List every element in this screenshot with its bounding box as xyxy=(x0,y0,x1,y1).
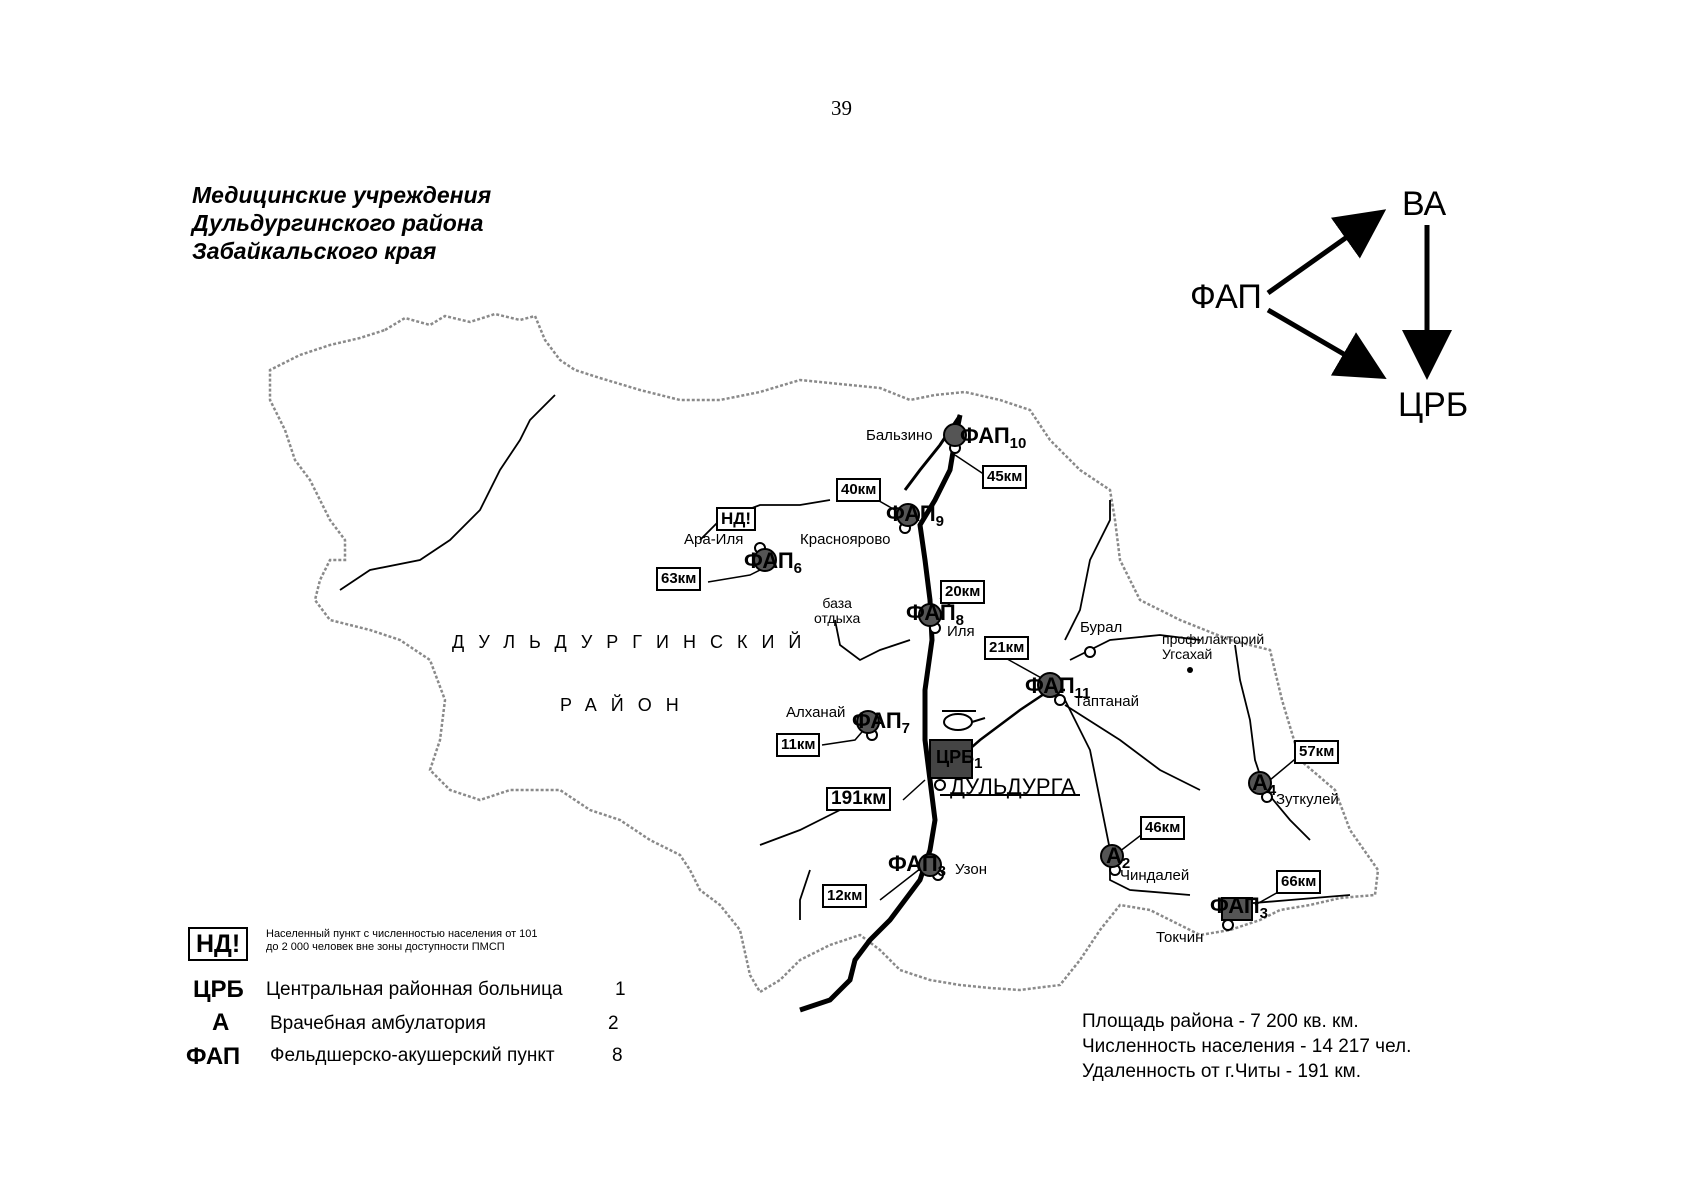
district-name-line-2: РАЙОН xyxy=(560,695,693,715)
settlement-dot-duldurga xyxy=(934,779,946,791)
settlement-label-taptanai: Таптанай xyxy=(1074,693,1140,710)
scheme-fap-label: ФАП xyxy=(1190,278,1262,316)
a-4-symbol xyxy=(1248,771,1272,795)
legend-a-text: Врачебная амбулатория xyxy=(270,1013,486,1034)
road-zutkulei xyxy=(1234,644,1311,841)
road-se-link xyxy=(1064,704,1201,791)
main-road xyxy=(799,414,963,1013)
crb-1-label: ЦРБ1 xyxy=(936,747,983,772)
fap-3-symbol xyxy=(918,853,942,877)
a-4-label: А4 xyxy=(1252,770,1277,799)
legend-crb-key: ЦРБ xyxy=(193,976,244,1003)
a-2-symbol xyxy=(1100,844,1124,868)
fap-9-label: ФАП9 xyxy=(886,501,944,530)
fap-10-label: ФАП10 xyxy=(960,423,1027,452)
distance-46km: 46км xyxy=(1140,816,1186,840)
distance-63km: 63км xyxy=(656,567,702,591)
distance-66km: 66км xyxy=(1276,870,1322,894)
settlement-dot-taptanai xyxy=(1054,694,1066,706)
callout-line-12 xyxy=(879,864,926,901)
legend-a-count: 2 xyxy=(608,1013,619,1034)
road-west-south xyxy=(799,869,811,920)
road-ara-ilya xyxy=(699,499,831,541)
settlement-label-chindalei: Чиндалей xyxy=(1120,867,1190,884)
river-west xyxy=(339,394,556,591)
scheme-arrow-fap-crb xyxy=(1266,307,1387,380)
legend-nd-key: НД! xyxy=(188,927,249,961)
fap-10-symbol xyxy=(943,423,967,447)
settlement-label-krasnoyarovo: Краснoярово xyxy=(800,531,891,548)
settlement-label-alkhanai: Алханай xyxy=(786,704,846,721)
fap-7-symbol xyxy=(856,710,880,734)
callout-line-191 xyxy=(902,779,926,801)
distance-57km: 57км xyxy=(1294,740,1340,764)
stat-population: Численность населения - 14 217 чел. xyxy=(1082,1036,1412,1057)
fap-3-label: ФАП3 xyxy=(888,851,946,880)
distance-12km: 12км xyxy=(822,884,868,908)
fap-tokchin-symbol xyxy=(1221,897,1253,921)
helicopter-icon xyxy=(942,710,986,731)
legend-fap-count: 8 xyxy=(612,1045,623,1066)
legend-fap-key: ФАП xyxy=(186,1043,241,1070)
nd-marker-ara-ilya: НД! xyxy=(716,507,757,531)
fap-9-symbol xyxy=(896,503,920,527)
legend-crb-text: Центральная районная больница xyxy=(266,979,563,1000)
settlement-label-ilya: Иля xyxy=(947,623,975,640)
legend-crb-count: 1 xyxy=(615,979,626,1000)
fap-6-symbol xyxy=(753,548,777,572)
settlement-label-ara-ilya: Ара-Иля xyxy=(684,531,744,548)
settlement-label-profilaktory: профилакторий Угсахай xyxy=(1162,631,1265,662)
scheme-crb-label: ЦРБ xyxy=(1398,386,1469,424)
settlement-label-balzino: Бальзино xyxy=(866,427,933,444)
legend-fap-text: Фельдшерско-акушерский пункт xyxy=(270,1045,555,1066)
stat-area: Площадь района - 7 200 кв. км. xyxy=(1082,1011,1359,1032)
distance-45km: 45км xyxy=(982,465,1028,489)
distance-21km: 21км xyxy=(984,636,1030,660)
callout-line-45 xyxy=(954,454,986,476)
distance-191km: 191км xyxy=(826,787,892,811)
fap-11-label: ФАП11 xyxy=(1025,673,1091,702)
fap-11-symbol xyxy=(1037,672,1063,698)
fap-7-label: ФАП7 xyxy=(852,708,910,737)
map-title-line-1: Медицинские учреждения xyxy=(192,182,492,208)
page-number: 39 xyxy=(831,96,852,120)
distance-20km: 20км xyxy=(940,580,986,604)
fap-8-label: ФАП8 xyxy=(906,600,964,629)
scheme-arrow-fap-va xyxy=(1266,209,1387,296)
legend-a-key: А xyxy=(212,1009,230,1036)
settlement-dot-tokchin xyxy=(1222,919,1234,931)
a-2-label: А2 xyxy=(1106,843,1131,872)
settlement-label-zutkulei: Зуткулей xyxy=(1276,791,1339,808)
scheme-va-label: ВА xyxy=(1402,185,1447,223)
settlement-dot-ugsakhai xyxy=(1187,667,1193,673)
settlement-label-baza-otdykha: база отдыха xyxy=(814,595,861,626)
fap-tokchin-label: ФАП3 xyxy=(1210,893,1268,922)
map-title-line-3: Забайкальского края xyxy=(192,238,437,264)
settlement-label-uzon: Узон xyxy=(955,861,988,878)
settlement-label-bural: Бурал xyxy=(1080,619,1123,636)
settlement-label-tokchin: Токчин xyxy=(1156,929,1204,946)
distance-40km: 40км xyxy=(836,478,882,502)
settlement-dot-bural xyxy=(1084,646,1096,658)
settlement-label-duldurga: ДУЛЬДУРГА xyxy=(950,774,1076,799)
fap-6-label: ФАП6 xyxy=(744,548,802,577)
map-title-line-2: Дульдургинского района xyxy=(192,210,484,236)
fap-8-symbol xyxy=(918,603,942,627)
legend-nd-text: Населенный пункт с численностью населени… xyxy=(266,928,538,953)
crb-1-symbol xyxy=(929,739,973,779)
road-bural xyxy=(1064,500,1111,641)
district-name-line-1: ДУЛЬДУРГИНСКИЙ xyxy=(452,632,816,652)
road-baza xyxy=(834,619,911,662)
stat-distance-chita: Удаленность от г.Читы - 191 км. xyxy=(1082,1061,1361,1082)
distance-11km: 11км xyxy=(776,733,821,757)
